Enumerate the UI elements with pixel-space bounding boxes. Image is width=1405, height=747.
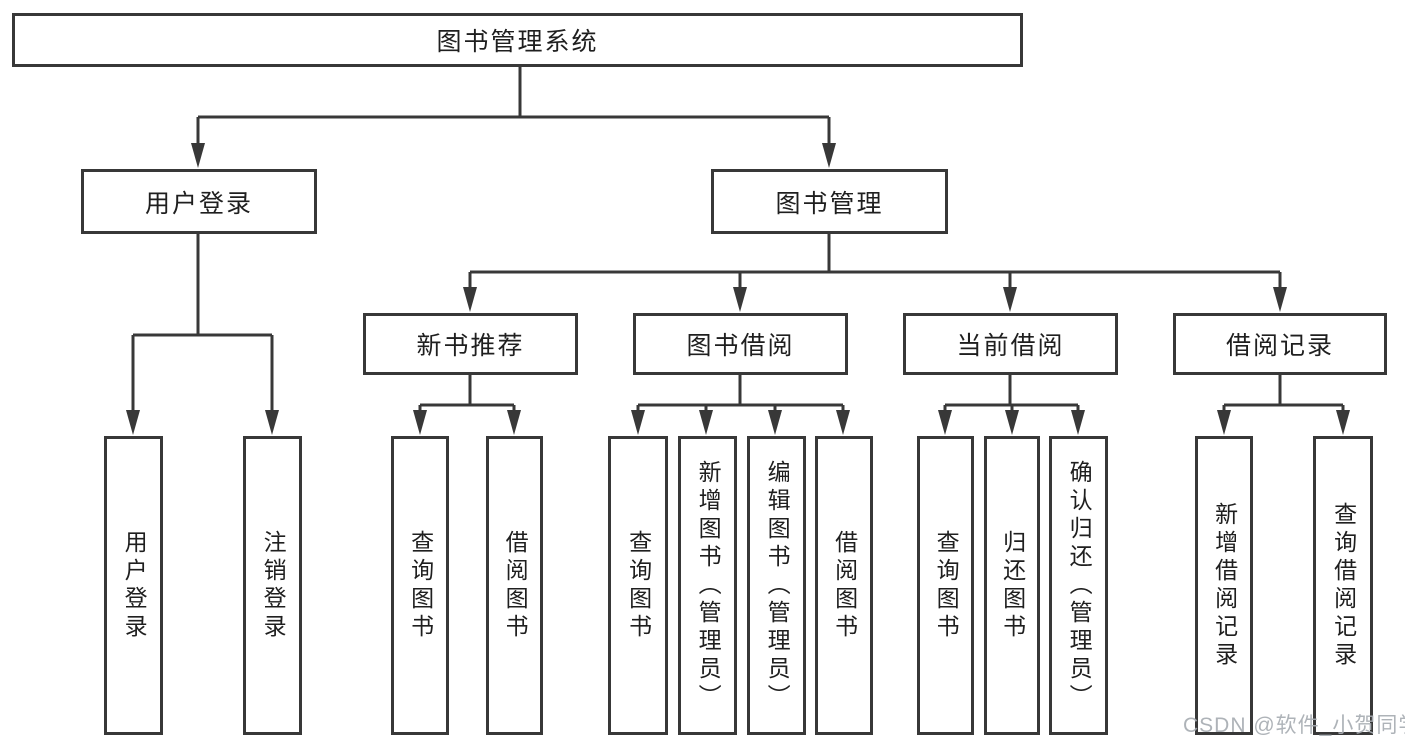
csdn-watermark: CSDN @软件_小贺同学 [1183,714,1405,737]
leaf-current-confirm-return-admin: 确认归还（管理员） [1049,436,1108,735]
node-label: 新书推荐 [416,332,525,360]
node-label: 查询图书 [407,529,434,642]
node-label: 当前借阅 [956,332,1065,360]
node-label: 图书借阅 [686,332,795,360]
node-label: 查询图书 [933,529,960,642]
node-label: 查询借阅记录 [1330,501,1357,670]
connector-new-books-children [413,375,521,435]
connector-borrowing-children [631,375,850,435]
node-label: 新增图书（管理员） [695,459,722,712]
node-user-login: 用户登录 [81,169,317,234]
leaf-user-login: 用户登录 [104,436,163,735]
node-label: 用户登录 [121,529,148,642]
leaf-records-query-record: 查询借阅记录 [1313,436,1373,735]
node-book-borrowing: 图书借阅 [633,313,848,375]
node-book-management: 图书管理 [711,169,948,234]
leaf-newbooks-borrow-books: 借阅图书 [486,436,543,735]
node-label: 确认归还（管理员） [1066,459,1093,712]
connector-user-login-children [126,234,279,435]
leaf-records-add-record: 新增借阅记录 [1195,436,1253,735]
leaf-newbooks-query-books: 查询图书 [391,436,449,735]
node-label: 归还图书 [999,529,1026,642]
leaf-borrowing-add-books-admin: 新增图书（管理员） [678,436,737,735]
leaf-current-query-books: 查询图书 [917,436,974,735]
node-label: 借阅图书 [831,529,858,642]
leaf-logout: 注销登录 [243,436,302,735]
node-label: 用户登录 [144,189,253,218]
node-label: 新增借阅记录 [1211,501,1238,670]
leaf-borrowing-edit-books-admin: 编辑图书（管理员） [747,436,806,735]
node-label: 图书管理系统 [436,28,599,56]
node-label: 借阅记录 [1225,332,1334,360]
connector-current-children [938,375,1085,435]
node-label: 编辑图书（管理员） [764,459,791,712]
node-borrowing-records: 借阅记录 [1173,313,1387,375]
node-current-borrowing: 当前借阅 [903,313,1118,375]
node-label: 图书管理 [775,189,884,218]
node-root-library-system: 图书管理系统 [12,13,1023,67]
node-label: 注销登录 [260,529,287,642]
node-label: 借阅图书 [502,529,529,642]
node-label: 查询图书 [625,529,652,642]
node-new-book-recommendation: 新书推荐 [363,313,578,375]
leaf-current-return-books: 归还图书 [984,436,1040,735]
leaf-borrowing-borrow-books: 借阅图书 [815,436,873,735]
leaf-borrowing-query-books: 查询图书 [608,436,668,735]
connector-records-children [1217,375,1350,435]
connector-root-to-level2 [191,66,836,168]
connector-book-mgmt-children [463,234,1287,312]
